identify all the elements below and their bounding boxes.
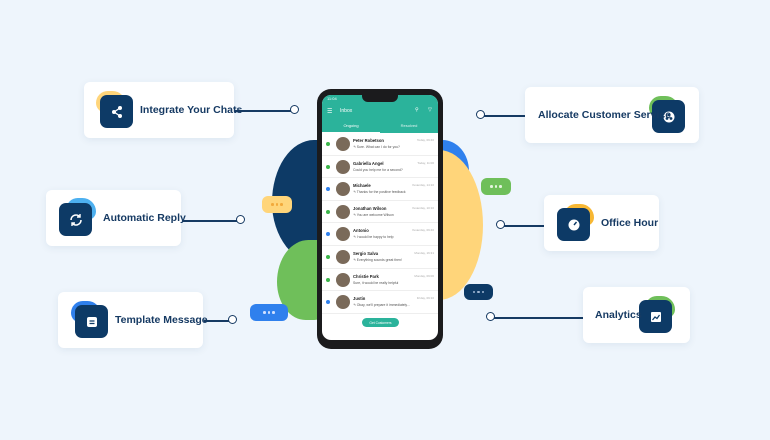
contact-name: Christie Park: [353, 273, 379, 279]
feature-label: Office Hour: [601, 217, 659, 229]
avatar: [336, 249, 350, 264]
search-icon[interactable]: ⚲: [415, 107, 419, 113]
message-time: Yesterday, 10:10: [411, 205, 434, 210]
refresh-icon: [59, 203, 92, 236]
last-message: ↰ Sure. What can I do for you?: [353, 145, 400, 149]
channel-status-icon: [326, 164, 330, 169]
chat-bubble-navy: [464, 284, 493, 300]
channel-status-icon: [326, 277, 330, 282]
avatar: [336, 159, 350, 174]
message-time: Friday, 09:10: [416, 296, 434, 301]
contact-name: Michaele: [353, 183, 371, 189]
share-icon: [100, 95, 133, 128]
connector-dot: [486, 312, 495, 321]
avatar: [336, 182, 350, 197]
connector: [204, 320, 229, 322]
chat-list-item[interactable]: Sergio Salva↰ Everything sounds great th…: [322, 246, 438, 269]
last-message: Sure, it would be really helpful: [353, 280, 399, 285]
connector-dot: [496, 220, 505, 229]
avatar: [336, 295, 350, 310]
chat-bubble-green: [481, 178, 511, 195]
message-time: Monday, 16:31: [414, 250, 434, 255]
feature-label: Integrate Your Chats: [140, 104, 243, 116]
button-label: Get Customers: [369, 320, 392, 325]
message-time: Today, 09:40: [417, 138, 434, 142]
feature-label: Allocate Customer Service: [538, 109, 672, 121]
tab-ongoing[interactable]: Ongoing: [322, 123, 380, 133]
last-message: Could you help me for a second?: [353, 167, 403, 172]
chat-list-item[interactable]: Antonio↰ I would be happy to help Yesterd…: [322, 223, 438, 246]
phone-screen: 11:04 ☰ Inbox ⚲ ▽ Ongoing Resolved Peter…: [322, 95, 438, 340]
connector-dot: [236, 215, 245, 224]
clock-icon: [557, 208, 590, 241]
avatar: [336, 137, 350, 151]
connector: [235, 110, 291, 112]
tab-label: Ongoing: [343, 123, 359, 128]
chat-list-item[interactable]: Peter Robetson ↰ Sure. What can I do for …: [322, 133, 438, 156]
channel-status-icon: [326, 300, 330, 305]
connector: [494, 317, 583, 319]
chat-list-item[interactable]: Justin↰ Okay, we'll prepare it immediate…: [322, 291, 438, 314]
tab-resolved[interactable]: Resolved: [380, 123, 438, 133]
tab-label: Resolved: [400, 123, 418, 128]
last-message: ↰ I would be happy to help: [353, 235, 394, 240]
chart-icon: [639, 300, 672, 333]
feature-office-hour[interactable]: Office Hour: [544, 195, 659, 251]
last-message: ↰ Everything sounds great then!: [353, 257, 402, 262]
feature-integrate-chats[interactable]: Integrate Your Chats: [84, 82, 242, 138]
phone-mockup: 11:04 ☰ Inbox ⚲ ▽ Ongoing Resolved Peter…: [317, 89, 443, 349]
last-message: ↰ Okay, we'll prepare it immediately...: [353, 303, 410, 308]
notch: [362, 95, 398, 102]
connector-dot: [476, 110, 485, 119]
inbox-header: 11:04 ☰ Inbox ⚲ ▽ Ongoing Resolved: [322, 95, 438, 133]
feature-allocate-customer-service[interactable]: Allocate Customer Service: [525, 87, 699, 143]
feature-template-message[interactable]: Template Message: [58, 292, 208, 348]
connector-dot: [228, 315, 237, 324]
inbox-title: Inbox: [340, 108, 353, 114]
channel-status-icon: [326, 187, 330, 192]
channel-status-icon: [326, 254, 330, 259]
last-message: ↰ Thanks for the positive feedback: [353, 190, 406, 195]
contact-name: Jonathan Wilson: [353, 205, 387, 211]
channel-status-icon: [326, 142, 330, 146]
feature-analytics[interactable]: Analytics: [583, 287, 690, 343]
feature-label: Automatic Reply: [103, 212, 186, 224]
connector: [182, 220, 237, 222]
contact-name: Justin: [353, 296, 366, 302]
contact-name: Gabriella Angel: [353, 160, 384, 166]
channel-status-icon: [326, 232, 330, 237]
menu-icon[interactable]: ☰: [327, 109, 333, 115]
avatar: [336, 227, 350, 242]
contact-name: Antonio: [353, 228, 369, 234]
chat-list-item[interactable]: Michaele↰ Thanks for the positive feedba…: [322, 178, 438, 201]
chat-list: Peter Robetson ↰ Sure. What can I do for …: [322, 133, 438, 314]
group-icon: [652, 100, 685, 133]
last-message: ↰ You are welcome Wilson: [353, 212, 394, 217]
contact-name: Peter Robetson: [353, 138, 384, 143]
status-time: 11:04: [327, 96, 337, 101]
message-time: Yesterday, 14:10: [411, 183, 434, 188]
template-icon: [75, 305, 108, 338]
chat-bubble-blue: [250, 304, 288, 321]
chat-list-item[interactable]: Jonathan Wilson↰ You are welcome Wilson Y…: [322, 201, 438, 224]
feature-label: Template Message: [115, 314, 208, 326]
avatar: [336, 204, 350, 219]
contact-name: Sergio Salva: [353, 250, 379, 256]
channel-status-icon: [326, 209, 330, 214]
avatar: [336, 272, 350, 287]
connector: [504, 225, 544, 227]
message-time: Today, 11:00: [417, 160, 434, 165]
message-time: Monday, 09:00: [414, 273, 434, 278]
chat-bubble-yellow: [262, 196, 292, 213]
feature-automatic-reply[interactable]: Automatic Reply: [46, 190, 186, 246]
filter-icon[interactable]: ▽: [428, 107, 432, 113]
connector-dot: [290, 105, 299, 114]
feature-label: Analytics: [595, 309, 642, 321]
message-time: Yesterday, 09:40: [411, 228, 434, 233]
connector: [484, 115, 525, 117]
get-customers-button[interactable]: Get Customers: [362, 318, 399, 327]
